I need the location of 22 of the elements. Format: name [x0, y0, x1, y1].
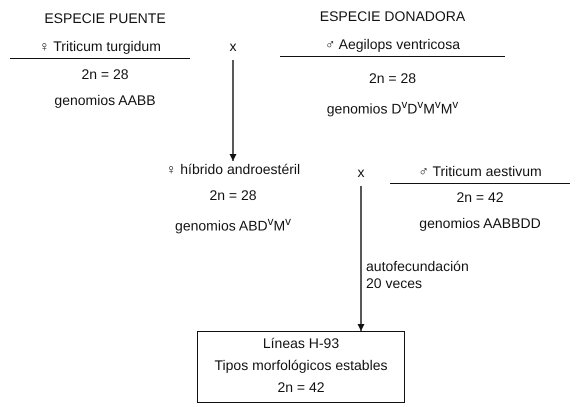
chromosome-count: 2n = 42 — [276, 379, 326, 396]
species-name: ♂ Triticum aestivum — [390, 163, 570, 184]
chromosome-count: 2n = 42 — [455, 189, 505, 206]
cross-symbol: x — [228, 38, 238, 55]
genome-formula: genomios AABBDD — [418, 215, 542, 232]
description: Tipos morfológicos estables — [213, 357, 388, 374]
chromosome-count: 2n = 28 — [368, 70, 418, 87]
cross-symbol: x — [356, 164, 366, 181]
chromosome-count: 2n = 28 — [208, 187, 258, 204]
chromosome-count: 2n = 28 — [80, 66, 130, 83]
genome-formula: genomios AABB — [53, 92, 157, 109]
arrow — [358, 186, 364, 331]
hybrid-name: ♀ híbrido androestéril — [164, 161, 302, 178]
species-heading: ESPECIE PUENTE — [43, 10, 167, 27]
line-name: Líneas H-93 — [262, 335, 340, 352]
species-heading: ESPECIE DONADORA — [318, 8, 466, 25]
arrow — [230, 60, 236, 161]
genome-formula: genomios D$^{v}$D$^{v}$M$^{v}$M$^{v}$ — [326, 97, 460, 118]
species-name: ♂ Aegilops ventricosa — [280, 36, 505, 57]
genome-formula: genomios ABD$^{v}$M$^{v}$ — [174, 214, 292, 235]
result-box — [197, 331, 405, 403]
species-name: ♀ Triticum turgidum — [10, 38, 190, 59]
